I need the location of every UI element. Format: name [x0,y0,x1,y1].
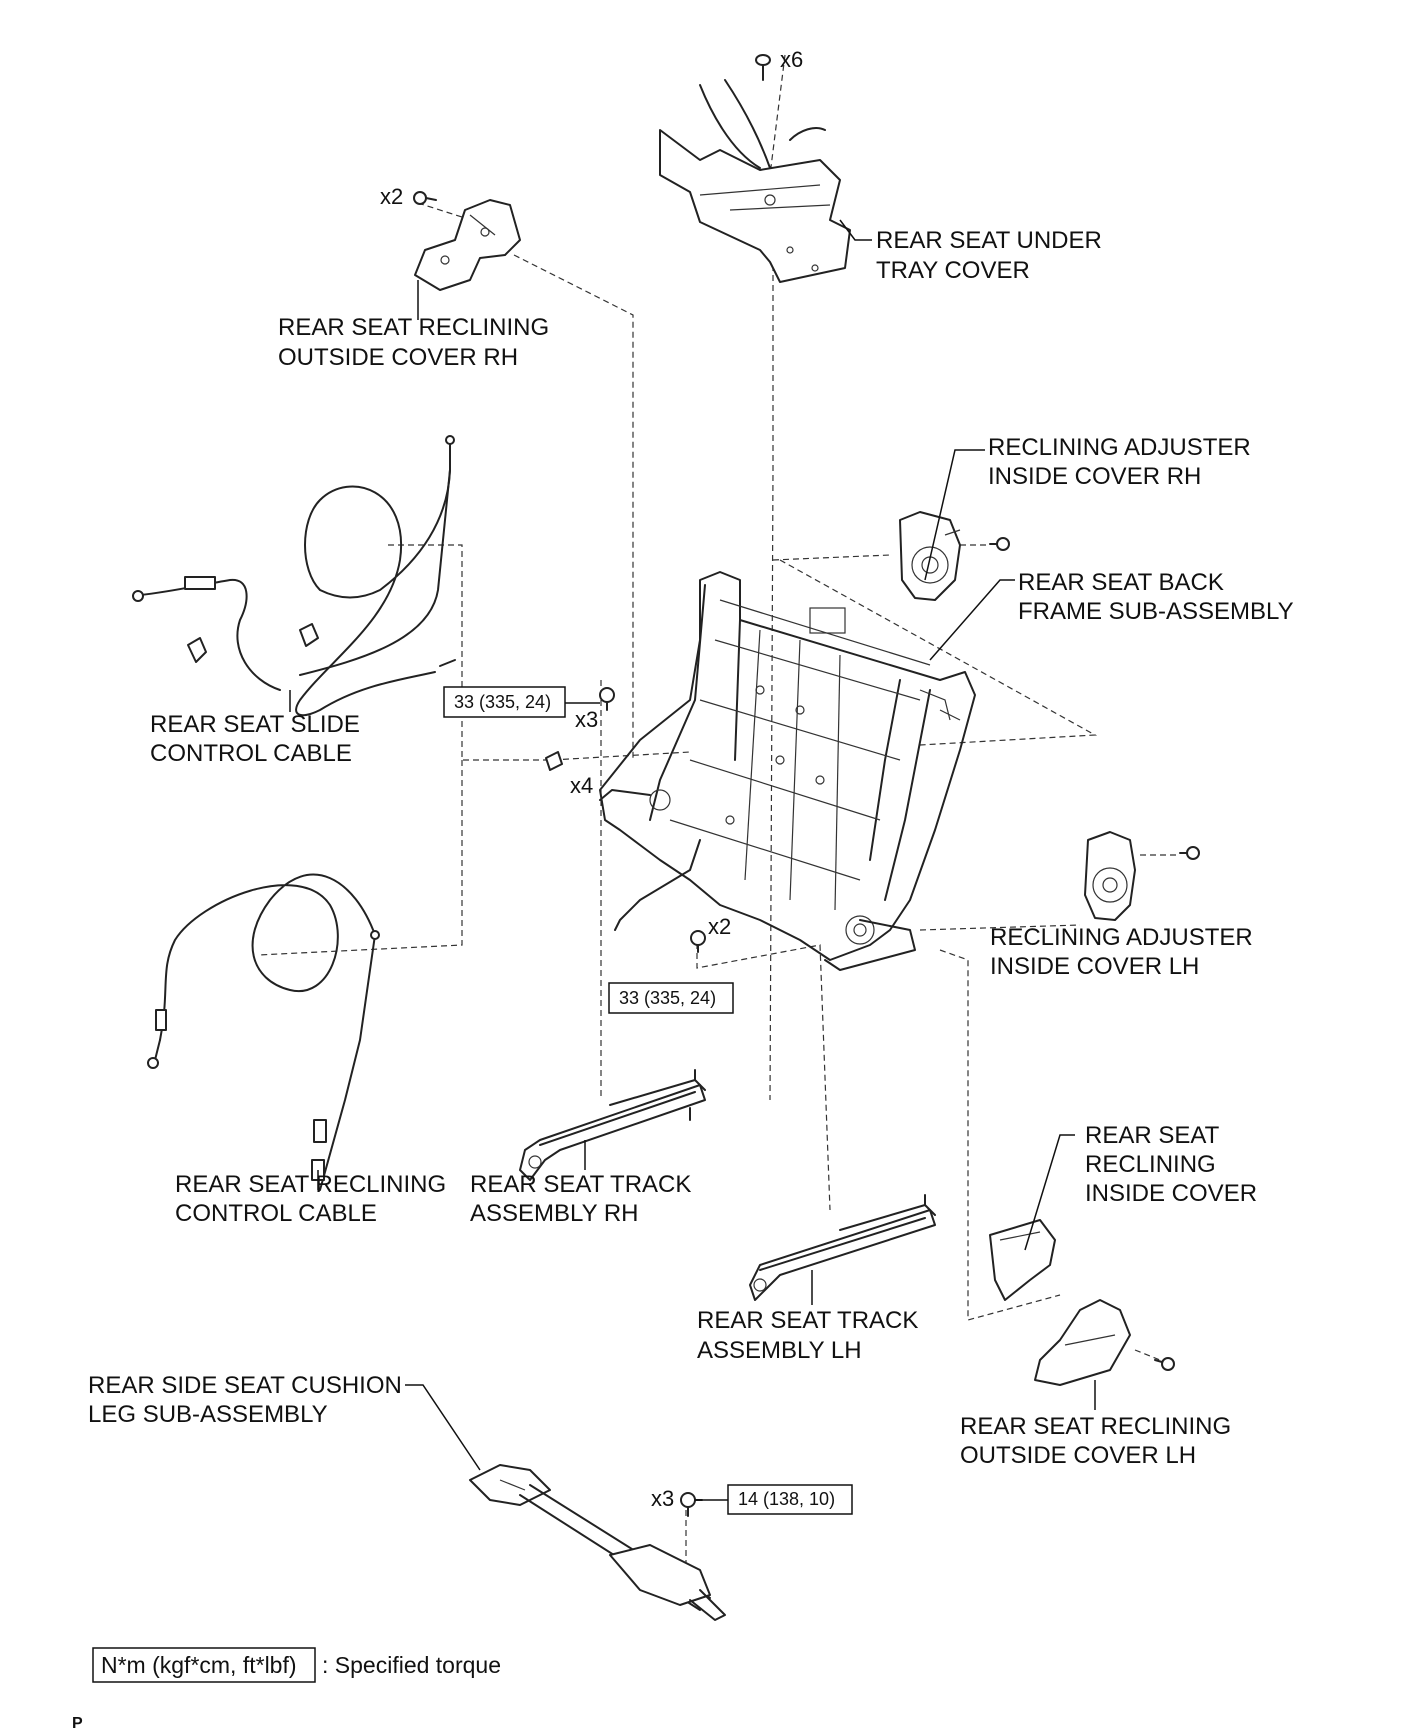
label-line: REAR SEAT RECLINING [960,1413,1231,1440]
label-under-tray-cover: REAR SEAT UNDER TRAY COVER [876,227,1102,284]
label-line: TRAY COVER [876,257,1030,284]
label-adjuster-inside-cover-lh: RECLINING ADJUSTER INSIDE COVER LH [990,924,1253,980]
label-line: RECLINING ADJUSTER [988,434,1251,461]
torque-box-frame-bolts: 33 (335, 24) [443,686,566,718]
quantity-x3-leg: x3 [651,1486,674,1511]
label-outside-cover-rh: REAR SEAT RECLINING OUTSIDE COVER RH [278,314,549,371]
label-line: RECLINING [1085,1151,1216,1178]
label-adjuster-inside-cover-rh: RECLINING ADJUSTER INSIDE COVER RH [988,434,1251,490]
label-track-rh: REAR SEAT TRACK ASSEMBLY RH [470,1171,691,1227]
torque-legend: N*m (kgf*cm, ft*lbf) : Specified torque [92,1647,501,1683]
label-line: REAR SEAT [1085,1122,1220,1149]
label-line: REAR SIDE SEAT CUSHION [88,1372,402,1399]
label-line: INSIDE COVER RH [988,463,1201,490]
rear-seat-track-assembly-lh-part [749,1194,936,1301]
torque-value: 33 (335, 24) [454,692,551,712]
label-line: FRAME SUB-ASSEMBLY [1018,598,1294,625]
quantity-x6: x6 [780,47,803,72]
rear-seat-track-assembly-rh-part [519,1069,706,1181]
label-line: INSIDE COVER LH [990,953,1199,980]
label-outside-cover-lh: REAR SEAT RECLINING OUTSIDE COVER LH [960,1413,1231,1469]
label-line: ASSEMBLY RH [470,1200,639,1227]
torque-box-leg-bolts: 14 (138, 10) [727,1484,853,1515]
bolt-icon [1154,1357,1175,1371]
torque-value: 14 (138, 10) [738,1489,835,1509]
under-tray-cover-part [659,79,851,283]
rear-seat-slide-control-cable-part [132,435,456,717]
legend-description: : Specified torque [322,1652,501,1678]
label-line: INSIDE COVER [1085,1180,1257,1207]
label-line: CONTROL CABLE [175,1200,377,1227]
label-line: REAR SEAT TRACK [470,1171,691,1198]
nut-icon [690,930,706,953]
label-line: RECLINING ADJUSTER [990,924,1253,951]
label-line: OUTSIDE COVER RH [278,344,518,371]
label-line: LEG SUB-ASSEMBLY [88,1401,328,1428]
label-line: CONTROL CABLE [150,740,352,767]
legend-box-text: N*m (kgf*cm, ft*lbf) [101,1652,297,1678]
torque-box-track-nuts: 33 (335, 24) [608,982,734,1014]
clip-icon [187,637,207,663]
rear-seat-reclining-inside-cover-part [989,1219,1056,1301]
label-line: REAR SEAT TRACK [697,1307,918,1334]
label-cushion-leg: REAR SIDE SEAT CUSHION LEG SUB-ASSEMBLY [88,1372,402,1428]
assembly-guide-lines [257,54,1180,1590]
reclining-outside-cover-lh-part [1034,1299,1131,1386]
screw-icon [755,54,771,81]
label-line: REAR SEAT UNDER [876,227,1102,254]
corner-mark: P [72,1715,83,1732]
quantity-x2-top: x2 [380,184,403,209]
label-reclining-control-cable: REAR SEAT RECLINING CONTROL CABLE [175,1171,446,1227]
label-line: REAR SEAT RECLINING [278,314,549,341]
label-line: REAR SEAT SLIDE [150,711,360,738]
label-reclining-inside-cover: REAR SEAT RECLINING INSIDE COVER [1085,1122,1257,1207]
label-back-frame: REAR SEAT BACK FRAME SUB-ASSEMBLY [1018,569,1294,625]
label-line: REAR SEAT BACK [1018,569,1224,596]
clip-icon [299,623,319,647]
leader-lines [289,219,1096,1501]
label-track-lh: REAR SEAT TRACK ASSEMBLY LH [697,1307,918,1364]
clip-icon [545,751,563,771]
rear-seat-reclining-control-cable-part [147,873,380,1191]
rear-seat-back-frame-part [599,571,976,971]
label-line: ASSEMBLY LH [697,1337,862,1364]
bolt-icon [1179,846,1200,860]
quantity-x2-nut: x2 [708,914,731,939]
quantity-x4-clip: x4 [570,773,593,798]
bolt-icon [680,1492,703,1517]
rear-side-seat-cushion-leg-part [469,1464,726,1621]
torque-value: 33 (335, 24) [619,988,716,1008]
reclining-adjuster-inside-cover-lh-part [1084,831,1136,921]
reclining-outside-cover-rh-part [414,199,521,291]
bolt-icon [599,687,615,711]
bolt-icon [989,537,1010,551]
label-line: REAR SEAT RECLINING [175,1171,446,1198]
quantity-x3-bolt: x3 [575,707,598,732]
bolt-icon [413,191,437,205]
label-line: OUTSIDE COVER LH [960,1442,1196,1469]
label-slide-control-cable: REAR SEAT SLIDE CONTROL CABLE [150,711,360,767]
